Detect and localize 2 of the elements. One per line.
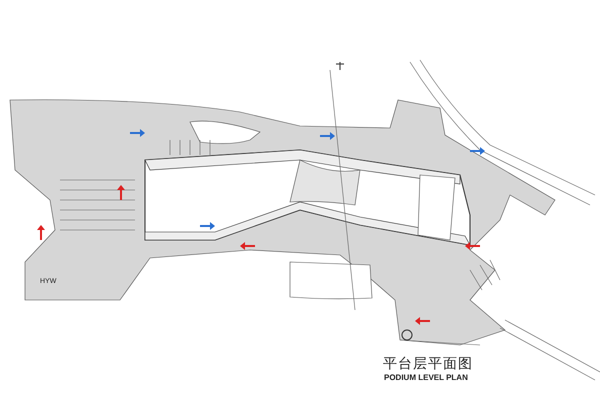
drawing-title: 平台层平面图: [383, 355, 473, 373]
drawing-subtitle: PODIUM LEVEL PLAN: [384, 373, 468, 382]
